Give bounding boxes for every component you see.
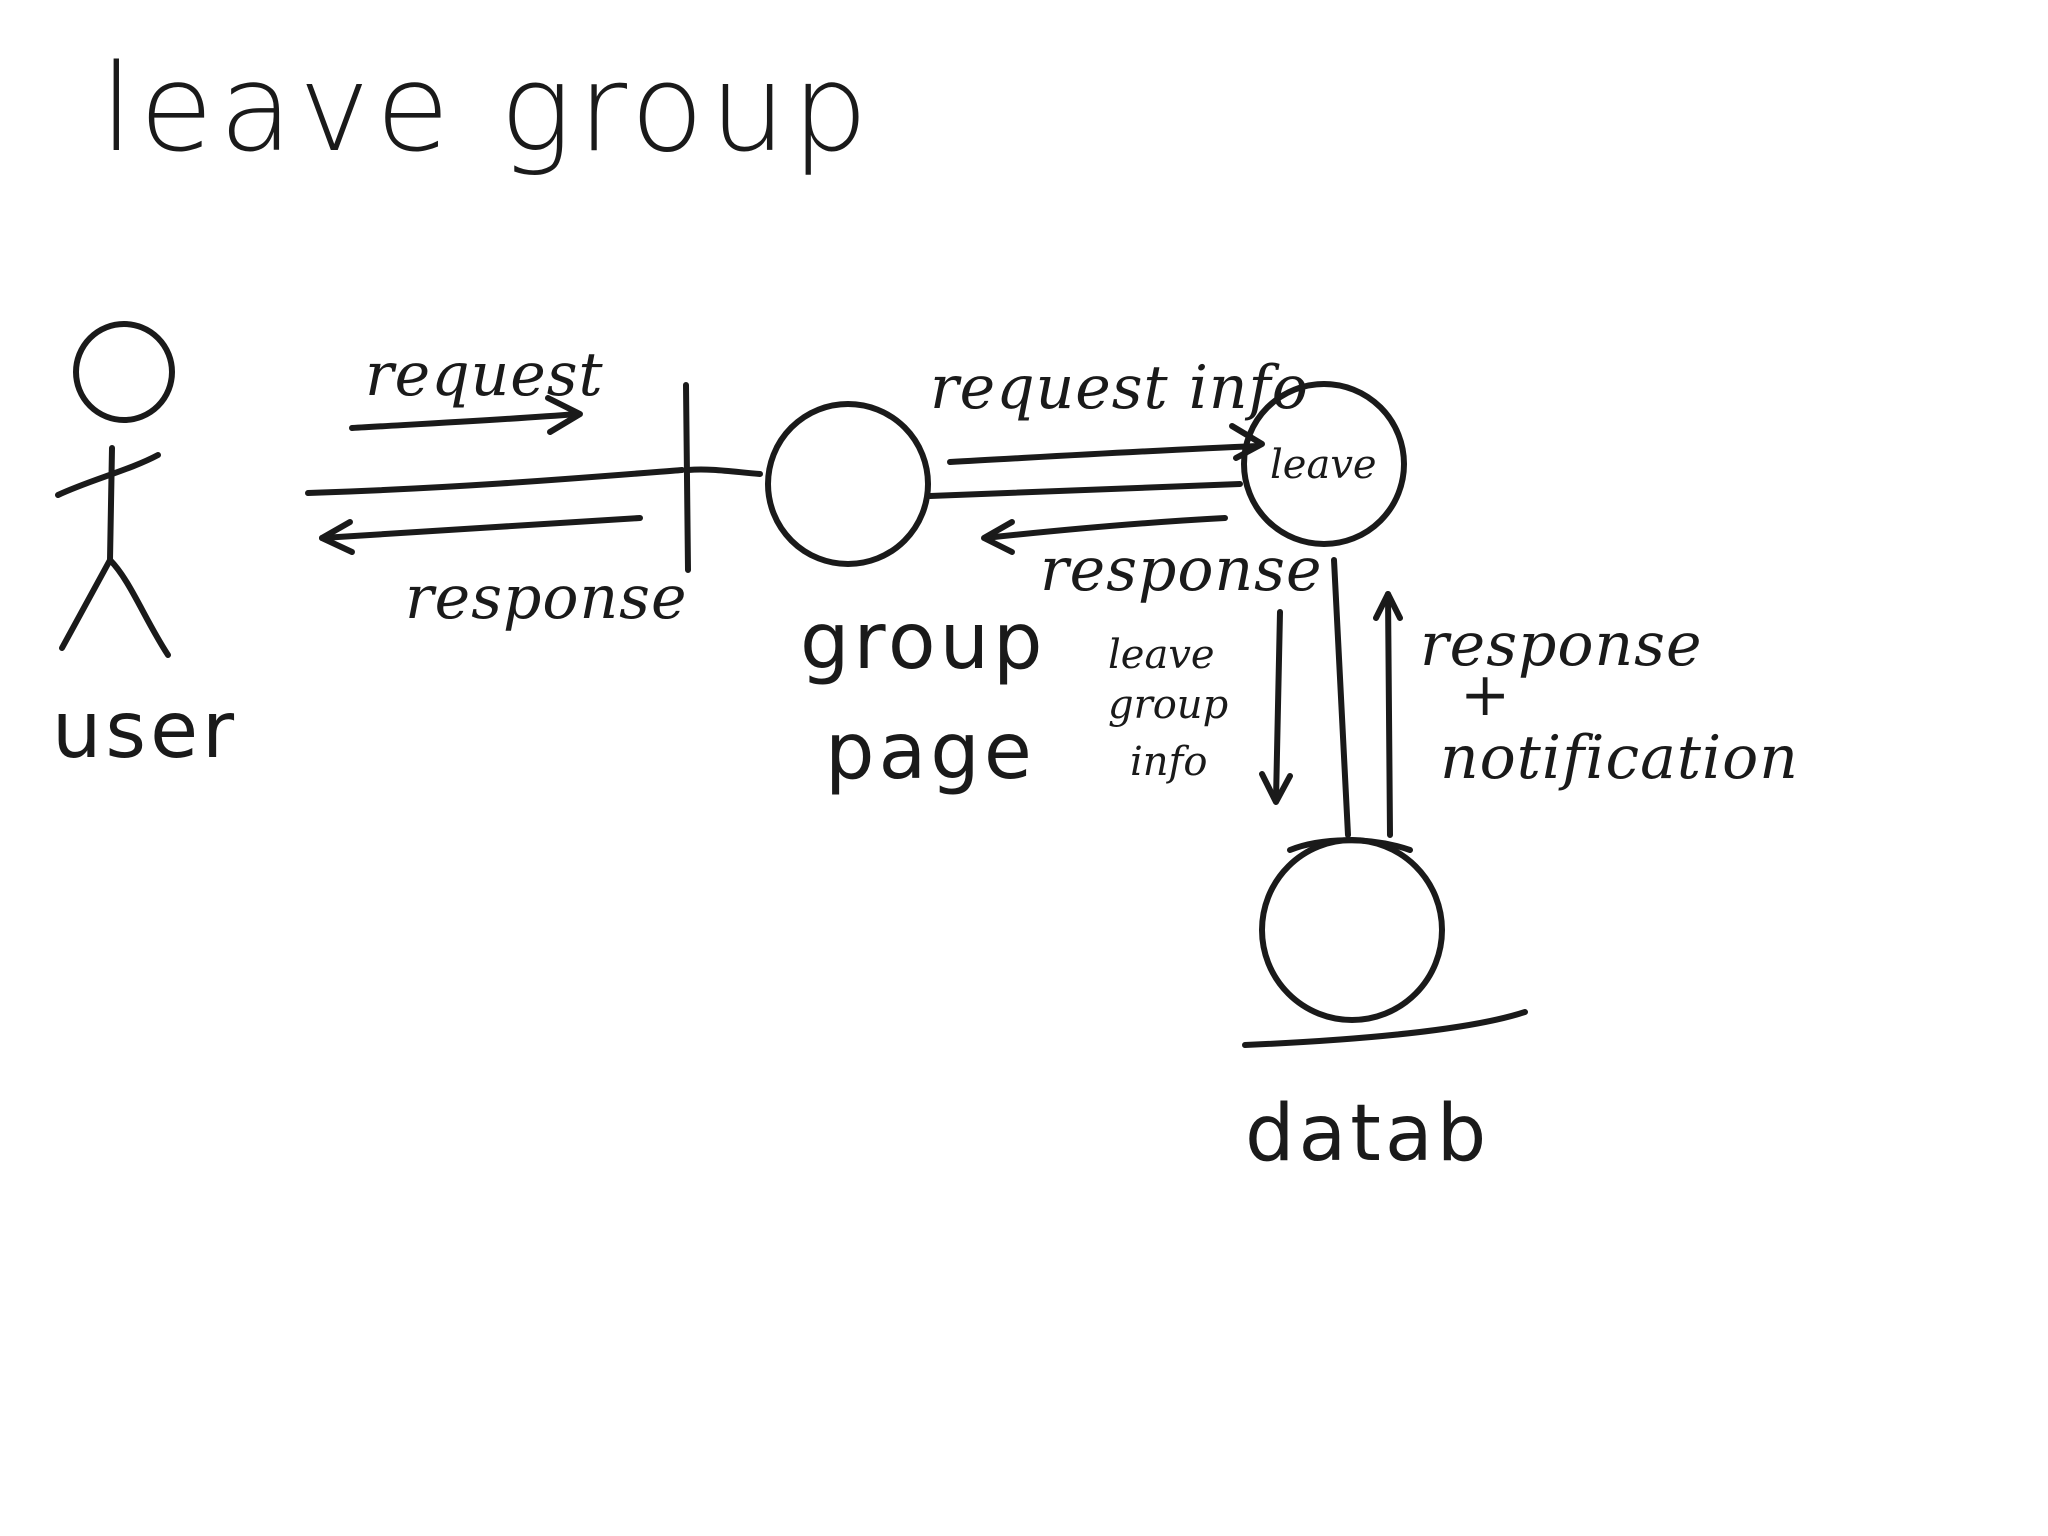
page-connector-line [927,481,1243,499]
user-response-label: response [405,563,687,633]
database-entity-icon [1242,837,1528,1048]
group-page-label-line2: page [825,707,1036,797]
db-response-arrow [1373,591,1403,838]
page-response-label: response [1040,535,1322,605]
user-request-arrow [349,395,583,435]
diagram-title: leave group [100,40,874,179]
db-connector-line [1331,557,1351,838]
user-connector-line [305,467,685,496]
db-response-label-line3: notification [1440,723,1799,793]
leave-control-icon [1241,381,1407,547]
user-request-label: request [365,340,604,410]
db-response-label-line1: response [1420,610,1702,680]
page-request-label: request info [930,353,1309,423]
user-label: user [52,686,238,776]
database-label: datab [1245,1089,1490,1179]
db-request-label-line3: info [1130,739,1207,785]
db-response-label-line2: + [1460,660,1511,730]
user-actor-icon [55,321,175,658]
user-response-arrow [319,515,643,555]
page-response-arrow [981,515,1228,555]
page-request-arrow [947,423,1265,465]
leave-label: leave [1270,442,1377,488]
db-request-arrow [1259,609,1293,805]
db-request-label-line1: leave [1108,632,1215,678]
db-request-label-line2: group [1108,682,1228,728]
group-page-boundary-icon [683,382,931,573]
group-page-label-line1: group [800,597,1047,687]
